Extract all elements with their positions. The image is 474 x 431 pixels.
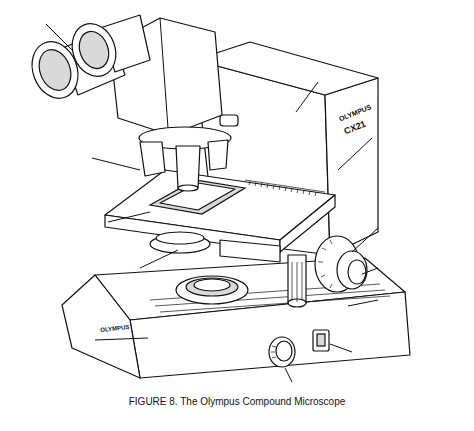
nosepiece xyxy=(178,185,198,191)
leader-line xyxy=(108,212,150,222)
arm-body xyxy=(195,42,378,95)
light-dial xyxy=(269,337,295,367)
lamp xyxy=(186,278,238,296)
leader-line xyxy=(46,24,378,382)
leader-line xyxy=(352,228,378,252)
light-dial xyxy=(269,337,295,367)
stage-knob xyxy=(292,262,302,302)
leader-line xyxy=(285,368,292,382)
leader-line xyxy=(362,268,378,274)
leader-line xyxy=(348,300,378,306)
leader-line xyxy=(46,24,72,50)
leader-line xyxy=(296,82,318,112)
stage xyxy=(245,180,325,196)
lamp xyxy=(176,276,248,304)
power-switch xyxy=(313,330,329,351)
brand-text: OLYMPUS xyxy=(338,103,372,122)
light-dial xyxy=(276,341,292,361)
eyepieces xyxy=(74,27,113,72)
condenser xyxy=(150,232,210,253)
leader-line xyxy=(92,158,140,170)
head xyxy=(160,18,168,128)
lamp xyxy=(194,279,230,291)
base xyxy=(62,258,410,378)
stage xyxy=(160,183,235,210)
lamp xyxy=(176,276,248,304)
head xyxy=(220,115,238,126)
nosepiece xyxy=(208,140,228,170)
stage xyxy=(105,170,335,262)
model-text: CX21 xyxy=(343,120,367,137)
eyepieces xyxy=(24,15,150,105)
leader-line xyxy=(338,138,372,170)
leader-line xyxy=(95,338,148,340)
stage-knob xyxy=(288,255,306,303)
nosepiece xyxy=(140,142,165,176)
focus-knobs xyxy=(318,240,332,288)
leader-line xyxy=(330,344,352,352)
base xyxy=(62,275,140,378)
arm-body xyxy=(325,78,378,255)
leader-line xyxy=(140,250,178,268)
condenser xyxy=(156,232,204,244)
brand-text: OLYMPUS xyxy=(100,324,130,333)
eyepieces xyxy=(34,45,77,95)
focus-knobs xyxy=(315,236,367,292)
nosepiece xyxy=(176,146,200,188)
figure-caption: FIGURE 8. The Olympus Compound Microscop… xyxy=(0,396,474,408)
focus-knobs xyxy=(337,251,367,289)
eyepieces xyxy=(65,17,123,82)
power-switch xyxy=(317,334,325,346)
focus-knobs xyxy=(348,260,366,284)
power-switch xyxy=(313,330,329,351)
light-dial xyxy=(271,346,276,358)
nosepiece xyxy=(139,127,231,191)
stage xyxy=(220,240,280,262)
stage-knob xyxy=(288,255,306,307)
stage xyxy=(280,195,335,252)
